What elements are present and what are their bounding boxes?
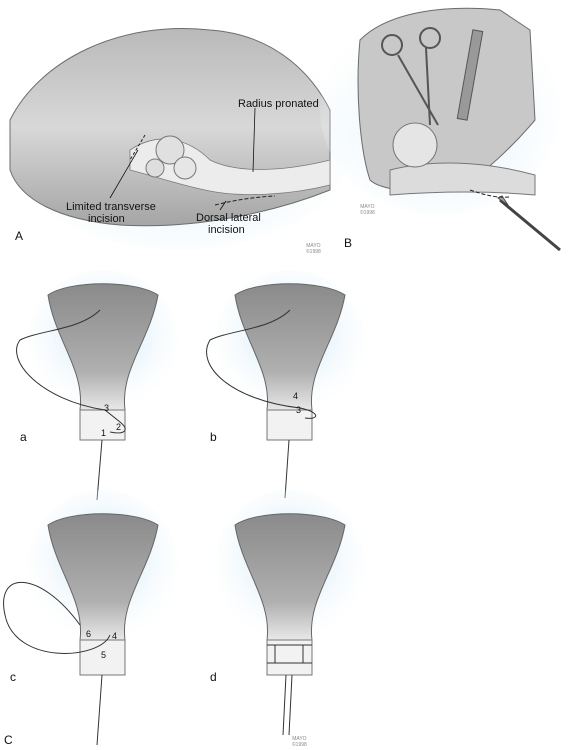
sub-b-tendon: 4 3: [206, 270, 365, 499]
panel-c-suture-sequence: 3 2 1 4 3 6 4 5: [0, 270, 587, 750]
dorsal-incision-label-2: incision: [208, 224, 245, 236]
limited-incision-label-1: Limited transverse: [66, 201, 156, 213]
sub-d-tendon: [215, 490, 365, 736]
sub-a-num-2: 2: [116, 422, 121, 432]
sub-a-num-1: 1: [101, 428, 106, 438]
panel-c-watermark: MAYO©1998: [292, 736, 307, 748]
sub-b-num-4: 4: [293, 391, 298, 401]
sub-c-num-4: 4: [112, 631, 117, 641]
radius-pronated-label: Radius pronated: [238, 98, 319, 110]
sub-a-tendon: 3 2 1: [16, 270, 178, 501]
panel-b-elbow-illustration: B MAYO©1998: [320, 0, 587, 265]
elbow-drawing: [320, 5, 561, 252]
panel-c-letter: C: [4, 733, 13, 747]
sub-a-letter: a: [20, 430, 27, 444]
sub-a-num-3: 3: [104, 403, 109, 413]
sub-c-num-5: 5: [101, 650, 106, 660]
sub-c-num-6: 6: [86, 629, 91, 639]
panel-a-watermark: MAYO©1998: [306, 243, 321, 255]
panel-b-letter: B: [344, 236, 353, 250]
forearm-drawing: [5, 28, 355, 250]
panel-a-letter: A: [15, 229, 24, 243]
sub-b-letter: b: [210, 430, 217, 444]
sub-d-letter: d: [210, 670, 217, 684]
panel-a-forearm-illustration: Radius pronated Limited transverse incis…: [0, 0, 355, 260]
sub-c-letter: c: [10, 670, 16, 684]
panel-b-watermark: MAYO©1998: [360, 204, 375, 216]
limited-incision-label-2: incision: [88, 213, 125, 225]
dorsal-incision-label-1: Dorsal lateral: [196, 212, 261, 224]
tendon-drawings: 3 2 1 4 3 6 4 5: [3, 270, 365, 746]
sub-c-tendon: 6 4 5: [3, 490, 178, 746]
sub-b-num-3: 3: [296, 405, 301, 415]
